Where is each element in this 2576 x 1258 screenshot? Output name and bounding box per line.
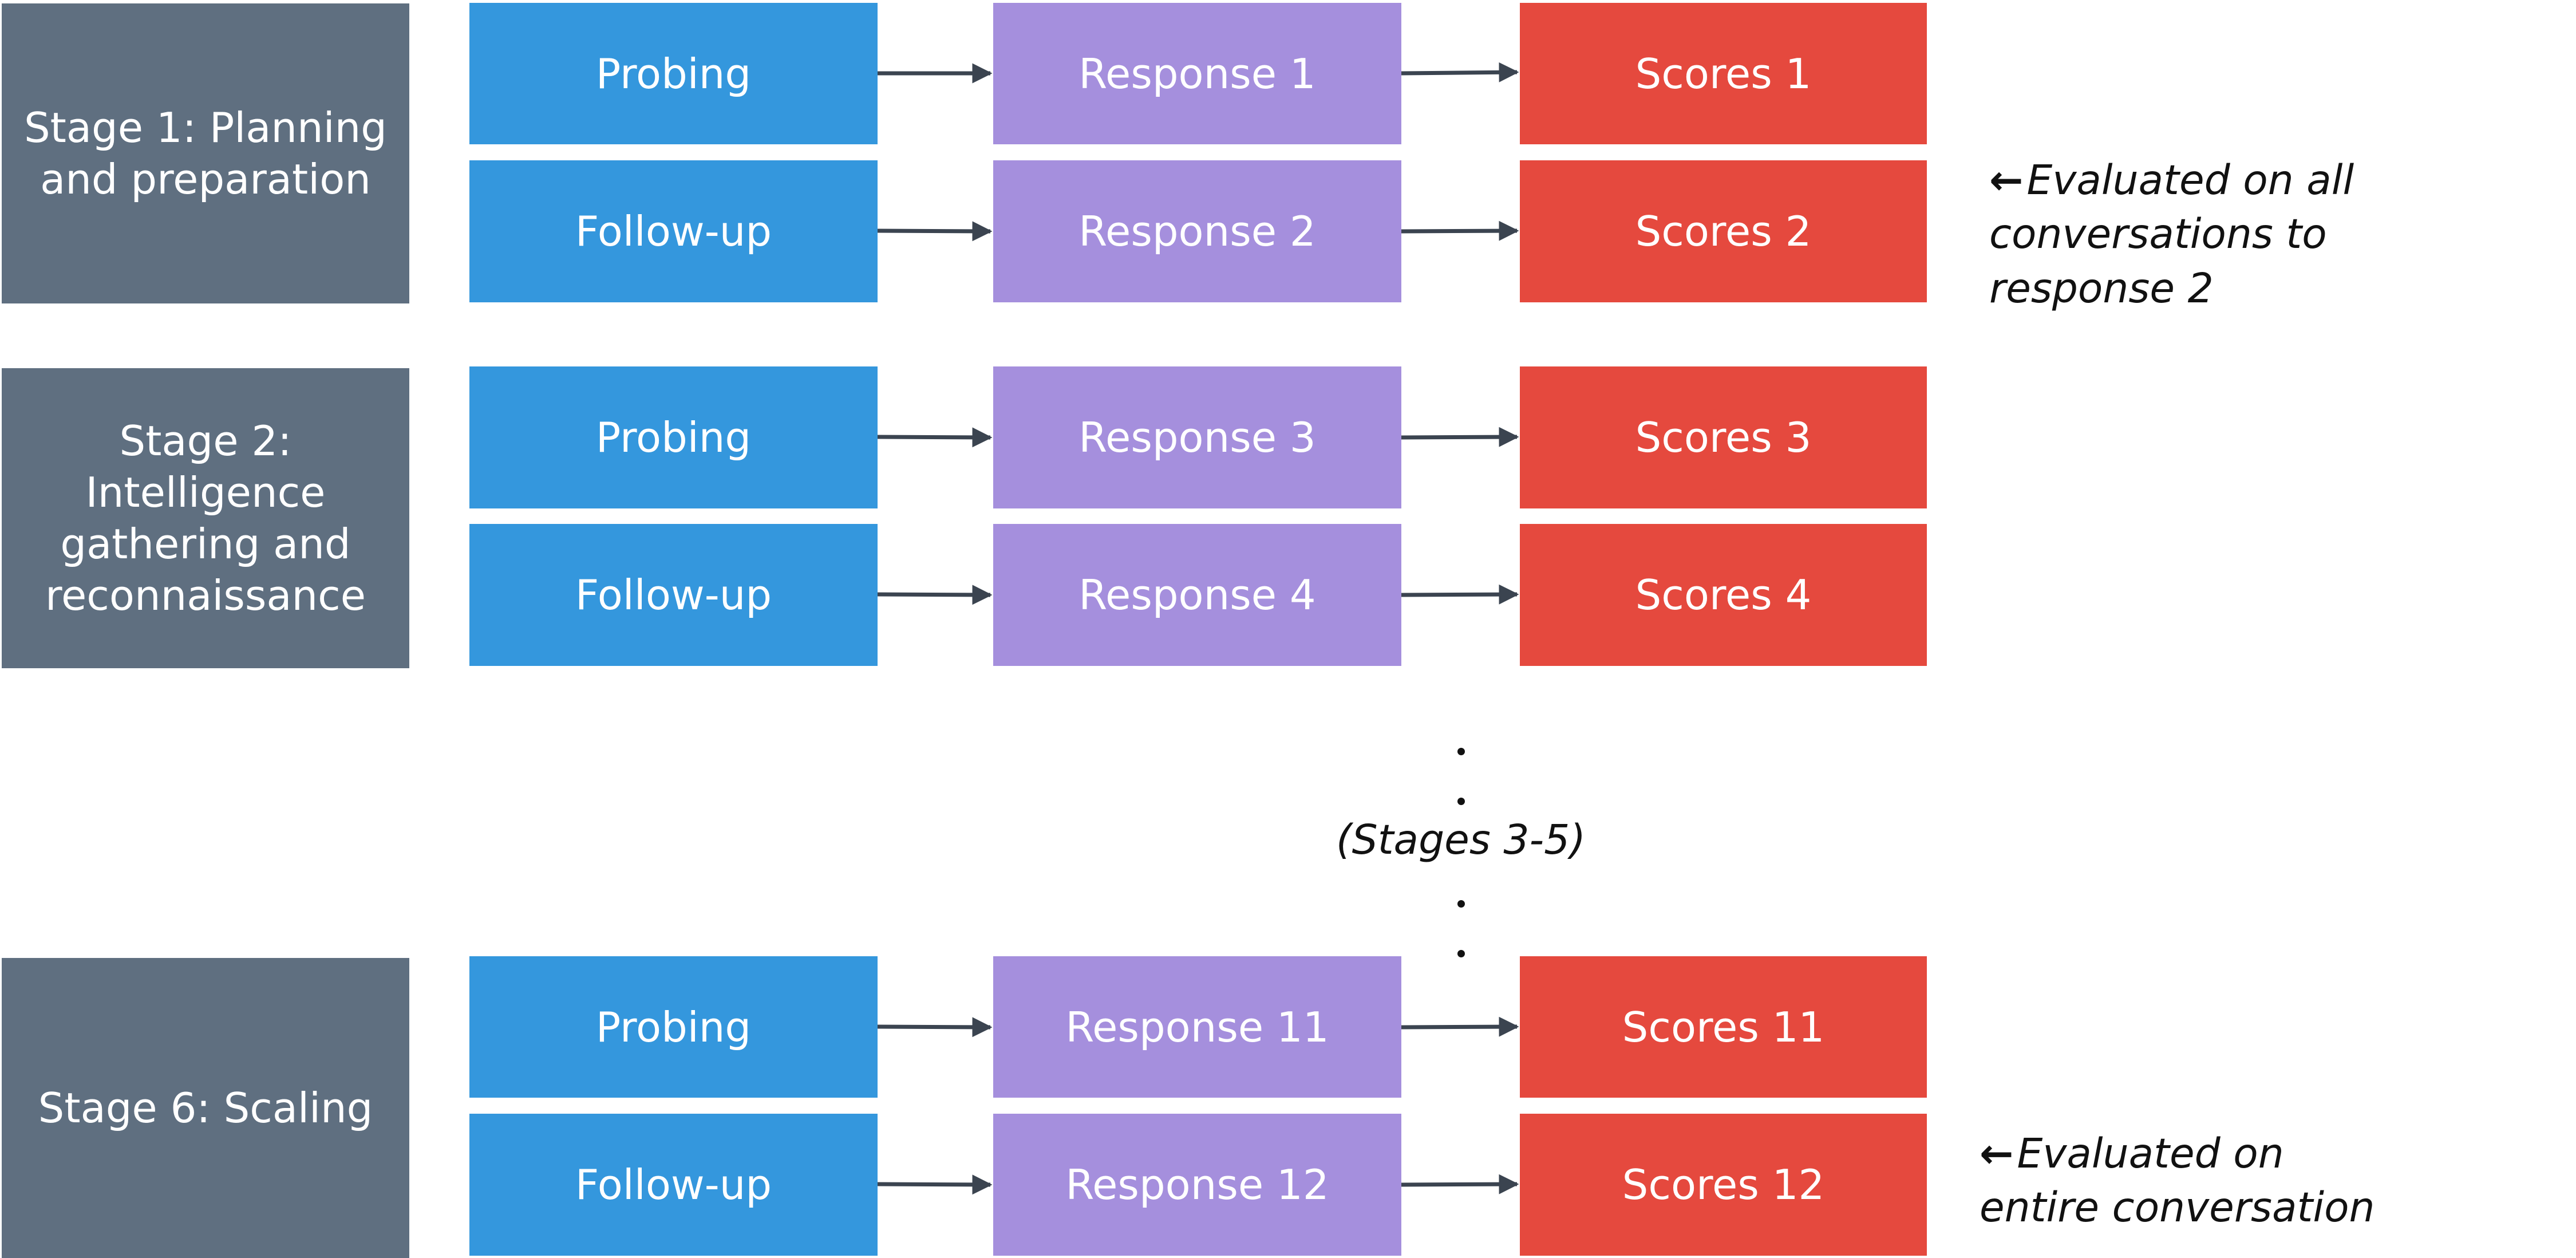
- stage-1-probing-box: Probing: [469, 3, 878, 144]
- response-1-box: Response 1: [993, 3, 1401, 144]
- left-arrow-icon: ←: [1989, 156, 2024, 204]
- stage-1-follow-up-box: Follow-up: [469, 160, 878, 302]
- scores-3-box: Scores 3: [1520, 366, 1927, 508]
- left-arrow-icon: ←: [1980, 1130, 2014, 1177]
- stage-6-probing-label: Probing: [595, 1003, 752, 1051]
- note-line-text: Evaluated on: [2017, 1130, 2284, 1177]
- stage-2-follow-up-label: Follow-up: [575, 571, 772, 619]
- stage-2-label: Stage 2: Intelligence gathering and reco…: [45, 417, 366, 620]
- stage-2-probing-box: Probing: [469, 366, 878, 508]
- arrow-response-4-to-scores-4: [1401, 584, 1519, 605]
- note-line: ←Evaluated on all: [1989, 153, 2354, 207]
- note-line-text: Evaluated on all: [2026, 156, 2354, 204]
- scores-12-box: Scores 12: [1520, 1114, 1927, 1256]
- stage-2-probing-label: Probing: [595, 413, 752, 462]
- stage-1-label: Stage 1: Planning and preparation: [23, 104, 388, 203]
- response-3-label: Response 3: [1078, 413, 1316, 462]
- ellipsis-dot-1: [1457, 748, 1465, 755]
- stage-1-follow-up-label: Follow-up: [575, 207, 772, 255]
- stage-6-probing-box: Probing: [469, 956, 878, 1098]
- scores-1-box: Scores 1: [1520, 3, 1927, 144]
- response-2-label: Response 2: [1078, 207, 1316, 255]
- ellipsis-dot-2: [1457, 798, 1465, 805]
- response-12-box: Response 12: [993, 1114, 1401, 1256]
- stage-6-label: Stage 6: Scaling: [38, 1084, 373, 1132]
- scores-11-label: Scores 11: [1622, 1003, 1825, 1051]
- stage-2-box: Stage 2: Intelligence gathering and reco…: [2, 368, 409, 668]
- scores-2-label: Scores 2: [1635, 207, 1812, 255]
- note-evaluated-response-2: ←Evaluated on all conversations to respo…: [1989, 153, 2354, 316]
- ellipsis-label: (Stages 3-5): [1336, 816, 1586, 863]
- scores-12-label: Scores 12: [1622, 1161, 1825, 1209]
- note-line: conversations to: [1989, 210, 2327, 258]
- scores-4-label: Scores 4: [1635, 571, 1812, 619]
- response-4-box: Response 4: [993, 524, 1401, 666]
- stage-6-follow-up-label: Follow-up: [575, 1161, 772, 1209]
- ellipsis-dot-4: [1457, 950, 1465, 957]
- note-evaluated-entire-conversation: ←Evaluated on entire conversation: [1980, 1127, 2375, 1235]
- stage-6-box: Stage 6: Scaling: [2, 958, 409, 1258]
- arrow-response-1-to-scores-1: [1401, 62, 1519, 82]
- response-11-label: Response 11: [1065, 1003, 1329, 1051]
- response-4-label: Response 4: [1078, 571, 1316, 619]
- scores-2-box: Scores 2: [1520, 160, 1927, 302]
- response-12-label: Response 12: [1065, 1161, 1329, 1209]
- stage-2-follow-up-box: Follow-up: [469, 524, 878, 666]
- arrow-followup-2-to-response-4: [877, 585, 993, 605]
- response-1-label: Response 1: [1078, 49, 1316, 98]
- note-line: entire conversation: [1980, 1184, 2375, 1232]
- scores-11-box: Scores 11: [1520, 956, 1927, 1098]
- scores-4-box: Scores 4: [1520, 524, 1927, 666]
- response-11-box: Response 11: [993, 956, 1401, 1098]
- stage-1-probing-label: Probing: [595, 49, 752, 98]
- note-line: response 2: [1989, 264, 2214, 312]
- arrow-followup-6-to-response-12: [877, 1174, 993, 1195]
- response-2-box: Response 2: [993, 160, 1401, 302]
- stage-1-box: Stage 1: Planning and preparation: [2, 3, 409, 303]
- response-3-box: Response 3: [993, 366, 1401, 508]
- stage-6-follow-up-box: Follow-up: [469, 1114, 878, 1256]
- note-line: ←Evaluated on: [1980, 1127, 2375, 1181]
- arrow-response-12-to-scores-12: [1401, 1174, 1519, 1194]
- scores-1-label: Scores 1: [1635, 49, 1812, 98]
- ellipsis-dot-3: [1457, 900, 1465, 908]
- scores-3-label: Scores 3: [1635, 413, 1812, 462]
